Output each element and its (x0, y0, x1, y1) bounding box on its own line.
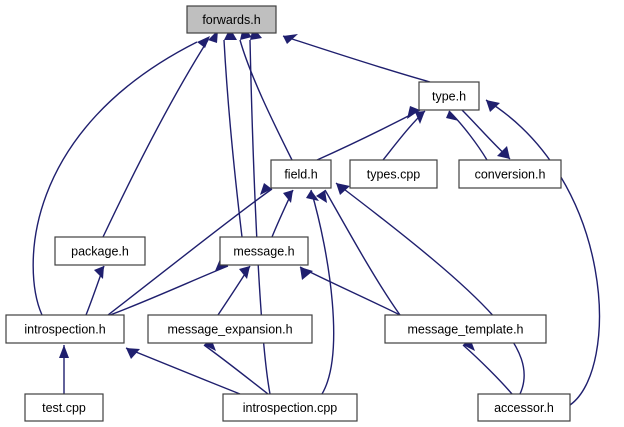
edge-introspection_h-to-forwards (32, 36, 210, 316)
edge-message-to-forwards (223, 28, 243, 238)
arrowhead-icon (239, 266, 250, 279)
arrowhead-icon (126, 348, 140, 359)
edge-field-to-type (316, 106, 421, 161)
node-box[interactable] (418, 81, 480, 111)
node-label: message_expansion.h (167, 322, 292, 336)
node-label: message_template.h (407, 322, 523, 336)
edge-type-to-conversion (461, 109, 511, 160)
arrowhead-icon (224, 28, 237, 40)
edge-accessor-to-field (335, 182, 525, 395)
node-box[interactable] (147, 314, 313, 344)
edge-test_cpp-to-introspection_h (59, 345, 69, 395)
edge-types_cpp-to-type (382, 110, 426, 161)
edge-accessor-to-message_template (462, 338, 513, 395)
arrowhead-icon (316, 190, 327, 203)
node-message[interactable]: message.h (219, 236, 309, 266)
edge-type-to-forwards (282, 34, 431, 83)
edge-conversion-to-type (446, 110, 488, 161)
node-types_cpp[interactable]: types.cpp (349, 159, 438, 189)
edge-introspection_cpp-to-introspection_h (125, 347, 241, 395)
arrowhead-icon (283, 34, 298, 44)
node-package[interactable]: package.h (54, 236, 146, 266)
node-layer: forwards.h type.h field.h types.cpp conversi… (5, 5, 571, 422)
node-box[interactable] (477, 393, 571, 422)
arrowhead-icon (94, 266, 104, 279)
arrowhead-icon (283, 190, 293, 203)
node-box[interactable] (349, 159, 438, 189)
arrowhead-icon (336, 183, 350, 195)
edge-introspection_h-to-package (85, 265, 105, 316)
node-message_template[interactable]: message_template.h (384, 314, 547, 344)
node-box[interactable] (219, 236, 309, 266)
node-accessor[interactable]: accessor.h (477, 393, 571, 422)
node-introspection_h[interactable]: introspection.h (5, 314, 125, 344)
node-box[interactable] (186, 5, 277, 34)
edge-message_template-to-field (316, 189, 401, 316)
arrowhead-icon (197, 36, 210, 48)
node-label: introspection.cpp (243, 401, 338, 415)
arrowhead-icon (407, 106, 420, 119)
arrowhead-icon (59, 345, 69, 358)
node-test_cpp[interactable]: test.cpp (24, 393, 104, 422)
node-box[interactable] (54, 236, 146, 266)
node-box[interactable] (384, 314, 547, 344)
node-forwards[interactable]: forwards.h (186, 5, 277, 34)
node-label: message.h (233, 244, 294, 258)
node-box[interactable] (24, 393, 104, 422)
arrowhead-icon (497, 146, 510, 159)
node-label: type.h (432, 89, 466, 103)
edge-layer (32, 27, 601, 406)
arrowhead-icon (204, 338, 216, 351)
arrowhead-icon (260, 183, 272, 195)
node-box[interactable] (458, 159, 562, 189)
arrowhead-icon (415, 111, 425, 124)
arrowhead-icon (446, 111, 459, 121)
node-introspection_cpp[interactable]: introspection.cpp (222, 393, 358, 422)
edge-message-to-field (271, 189, 294, 238)
edge-package-to-forwards (102, 30, 218, 238)
node-label: package.h (71, 244, 129, 258)
node-label: introspection.h (24, 322, 105, 336)
arrowhead-icon (486, 100, 500, 112)
edge-introspection_cpp-to-message_expansion (203, 338, 269, 395)
edge-introspection_h-to-field (107, 183, 273, 316)
node-field[interactable]: field.h (270, 159, 332, 189)
edge-message_template-to-message (299, 266, 401, 316)
node-box[interactable] (270, 159, 332, 189)
edge-accessor-to-type (485, 99, 601, 406)
edge-introspection_cpp-to-field (306, 189, 335, 395)
node-label: forwards.h (202, 13, 260, 27)
node-label: test.cpp (42, 401, 86, 415)
node-label: conversion.h (475, 167, 546, 181)
arrowhead-icon (463, 338, 475, 351)
node-box[interactable] (5, 314, 125, 344)
arrowhead-icon (300, 267, 313, 280)
arrowhead-icon (306, 190, 319, 201)
node-message_expansion[interactable]: message_expansion.h (147, 314, 313, 344)
node-label: accessor.h (494, 401, 554, 415)
node-type[interactable]: type.h (418, 81, 480, 111)
node-box[interactable] (222, 393, 358, 422)
edge-field-to-forwards (239, 27, 293, 161)
node-conversion[interactable]: conversion.h (458, 159, 562, 189)
edge-message_expansion-to-message (217, 265, 251, 316)
node-label: field.h (284, 167, 317, 181)
node-label: types.cpp (367, 167, 421, 181)
